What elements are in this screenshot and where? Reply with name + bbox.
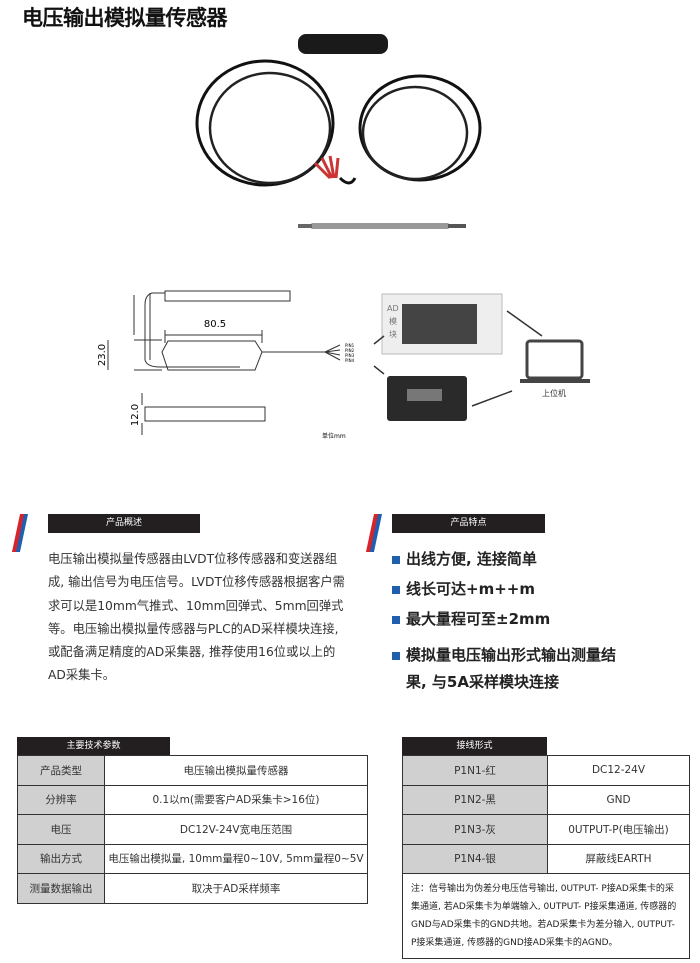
pin-label: PIN4 <box>345 358 355 363</box>
pin-label: PIN1 <box>345 343 355 348</box>
dim-length: 80.5 <box>204 319 226 330</box>
note-row: 注：信号输出为伪差分电压信号输出, 0UTPUT- P接AD采集卡的采集通道, … <box>402 873 690 959</box>
overview-heading: 产品概述 <box>48 514 200 533</box>
pin-label: PIN3 <box>345 353 355 358</box>
ad-label: 块 <box>389 329 397 339</box>
accent-stripe <box>365 514 383 552</box>
product-photo <box>195 34 482 229</box>
table-row: 产品类型电压输出模拟量传感器 <box>17 755 368 786</box>
connection-diagram: AD 模 块 上位机 <box>373 293 590 421</box>
wiring-note: 注：信号输出为伪差分电压信号输出, 0UTPUT- P接AD采集卡的采集通道, … <box>402 873 690 959</box>
feature-item: 出线方便, 连接简单 <box>392 546 537 573</box>
unit-note: 单位mm <box>322 432 346 440</box>
ad-label: AD <box>387 304 399 313</box>
feature-item: 线长可达+m++m <box>392 576 535 603</box>
table-row: 输出方式电压输出模拟量, 10mm量程0~10V, 5mm量程0~5V <box>17 843 368 874</box>
pc-label: 上位机 <box>542 388 566 398</box>
accent-stripe <box>11 514 29 552</box>
feature-item: 模拟量电压输出形式输出测量结果, 与5A采样模块连接 <box>392 642 632 696</box>
page-title: 电压输出模拟量传感器 <box>22 6 228 30</box>
dimension-drawing: 80.5 23.0 12.0 PIN1 PIN2 PIN3 PIN4 单位mm <box>97 290 355 440</box>
overview-text: 电压输出模拟量传感器由LVDT位移传感器和变送器组成, 输出信号为电压信号。LV… <box>48 552 345 683</box>
table-row: P1N4-银屏蔽线EARTH <box>402 843 690 874</box>
wiring-heading: 接线形式 <box>402 737 547 756</box>
specs-heading: 主要技术参数 <box>17 737 170 756</box>
feature-item: 最大量程可至±2mm <box>392 606 550 633</box>
dim-height: 23.0 <box>97 344 108 366</box>
pin-label: PIN2 <box>345 348 355 353</box>
dim-thickness: 12.0 <box>130 404 141 426</box>
table-row: 测量数据输出取决于AD采样频率 <box>17 873 368 904</box>
ad-label: 模 <box>389 316 397 326</box>
features-heading: 产品特点 <box>392 514 545 533</box>
